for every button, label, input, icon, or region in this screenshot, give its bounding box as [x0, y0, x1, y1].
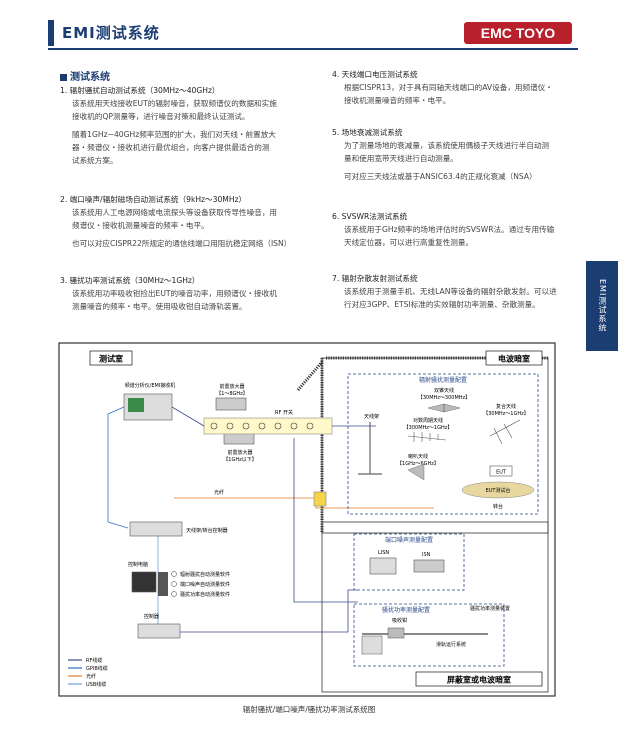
page-header: EMI测试系统 [48, 16, 578, 50]
receiver-screen [128, 398, 144, 412]
port-config-title: 端口噪声测量配置 [385, 536, 433, 544]
absorbing-clamp-label: 吸收钳 [392, 617, 407, 624]
receiver-label: 频谱分析仪/EMI接收机 [125, 382, 176, 389]
header-accent-bar [48, 20, 54, 46]
legend-gpib: GPIB线缆 [86, 665, 108, 672]
power-config-title: 骚扰功率测量配置 [382, 606, 430, 614]
shield-room-label: 屏蔽室或电波暗室 [447, 675, 511, 685]
legend-rf: RF线缆 [86, 657, 102, 664]
hybrid-range: 【30MHz～1GHz】 [483, 411, 529, 417]
shield-room-outline [321, 521, 549, 693]
isn-device [413, 559, 445, 573]
log-periodic-range: 【300MHz～1GHz】 [404, 425, 453, 431]
square-bullet-icon [60, 73, 67, 81]
turntable-label: 转台 [493, 503, 503, 510]
legend-usb: USB线缆 [86, 681, 106, 688]
gpib-cable [107, 406, 125, 415]
pc-monitor-icon [131, 571, 157, 593]
test-system-diagram: 测试室 电波暗室 屏蔽室或电波暗室 频谱分析仪/EMI接收机 前置放大器 【1～… [58, 342, 556, 697]
switch-node-icon [242, 422, 250, 430]
item-5: 5. 场地衰减测试系统 为了测量场地的衰减量，该系统使用偶极子天线进行半自动测 … [332, 128, 550, 181]
fiber-label: 光纤 [214, 489, 224, 496]
absorbing-clamp-icon [387, 627, 405, 639]
rf-cable [293, 438, 358, 603]
preamp-2-range: 【1GHz以下】 [223, 457, 256, 463]
preamp-1-device [215, 397, 247, 411]
turntable [461, 481, 535, 499]
pc-label: 控制电脑 [128, 561, 148, 568]
preamp-2-label: 前置放大器 [227, 449, 252, 456]
shield-room-label-box [415, 671, 543, 687]
radiated-config-title: 辐射骚扰测量配置 [419, 376, 467, 384]
disc-icon [171, 581, 177, 587]
biconical-antenna-icon [427, 403, 461, 413]
eut-stand-icon [361, 635, 383, 655]
preamp-1-label: 前置放大器 [219, 383, 244, 390]
rail-label: 滑轨运行系统 [436, 641, 466, 648]
isn-label: ISN [422, 552, 431, 558]
control-room-label-box [89, 350, 133, 366]
eut-table-label: EUT测试台 [486, 487, 511, 494]
eut-box [489, 465, 513, 477]
biconical-label: 双锥天线 [434, 387, 454, 394]
diagram-caption: 辐射骚扰/端口噪声/骚扰功率测试系统图 [242, 705, 376, 714]
lisn-device [369, 557, 397, 575]
item-1: 1. 辐射骚扰自动测试系统（30MHz～40GHz） 该系统用天线接收EUT的辐… [60, 86, 277, 165]
item-2: 2. 端口噪声/辐射磁场自动测试系统（9kHz～30MHz） 该系统用人工电源网… [60, 195, 292, 248]
rf-cable [180, 589, 358, 633]
horn-label: 喇叭天线 [408, 453, 428, 460]
anechoic-label: 电波暗室 [498, 354, 530, 364]
fiber-converter [313, 491, 327, 507]
item-6: 6. SVSWR法测试系统 该系统用于GHz频率的场地评估时的SVSWR法。通过… [332, 212, 555, 247]
switch-node-icon [274, 422, 282, 430]
switch-node-icon [210, 422, 218, 430]
pc-tower-icon [158, 572, 168, 596]
eut-label: EUT [496, 470, 507, 476]
item-4: 4. 天线端口电压测试系统 根据CISPR13，对于具有同轴天线端口的AV设备，… [332, 70, 553, 105]
item-7: 7. 辐射杂散发射测试系统 该系统用于测量手机、无线LAN等设备的辐射杂散发射。… [332, 274, 557, 309]
anechoic-label-box [485, 350, 543, 366]
log-periodic-label: 对数周期天线 [413, 417, 443, 424]
horn-antenna-icon [407, 463, 425, 481]
hybrid-antenna-icon [489, 419, 521, 445]
log-periodic-antenna-icon [407, 432, 447, 442]
switch-node-icon [226, 422, 234, 430]
software-item: 辐射骚扰自动测量软件 [180, 571, 230, 578]
mast-controller-device [129, 521, 183, 537]
gpib-cable [107, 521, 129, 529]
software-item: 骚扰功率自动测量软件 [180, 591, 230, 598]
switch-node-icon [290, 422, 298, 430]
switch-node-icon [306, 422, 314, 430]
rf-switch-label: RF 开关 [275, 409, 293, 416]
control-room-label: 测试室 [99, 354, 123, 364]
legend-fiber: 光纤 [86, 673, 96, 680]
clamp-device-label: 骚扰功率测量装置 [470, 605, 510, 612]
controller-device [137, 623, 181, 639]
item-3: 3. 骚扰功率测试系统（30MHz～1GHz） 该系统用功率吸收钳捡出EUT的噪… [60, 276, 277, 311]
preamp-1-range: 【1～8GHz】 [216, 391, 248, 397]
mast-label: 天线架 [364, 413, 379, 420]
software-item: 端口噪声自动测量软件 [180, 581, 230, 588]
controller-label: 控制器 [144, 613, 159, 620]
switch-node-icon [258, 422, 266, 430]
hybrid-label: 复合天线 [496, 403, 516, 410]
disc-icon [171, 571, 177, 577]
mast-controller-label: 天线架/转台控制器 [186, 527, 228, 534]
rf-cable [171, 406, 205, 427]
emc-toyo-logo: EMC TOYO [464, 22, 572, 44]
port-config-box [353, 533, 465, 591]
page-title: EMI测试系统 [62, 24, 160, 42]
disc-icon [171, 591, 177, 597]
biconical-range: 【30MHz～300MHz】 [418, 395, 470, 401]
radiated-config-box [347, 373, 539, 515]
side-section-tab: EMI测试系统 [586, 261, 618, 351]
section-title: 测试系统 [60, 68, 110, 83]
power-config-box [353, 603, 505, 667]
horn-range: 【1GHz～6GHz】 [397, 461, 439, 467]
lisn-label: LISN [378, 550, 389, 556]
